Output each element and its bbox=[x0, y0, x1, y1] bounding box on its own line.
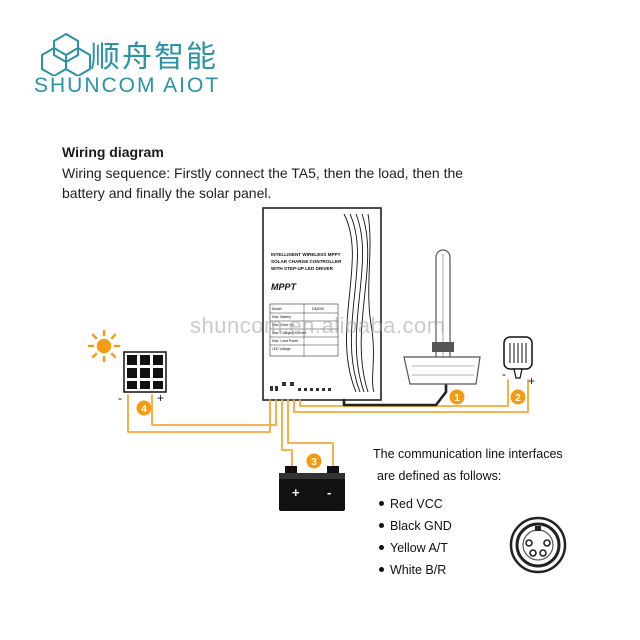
section-heading: Wiring diagram bbox=[62, 144, 164, 160]
controller-title-line-3: WITH STEP-UP LED DRIVER bbox=[271, 266, 334, 271]
controller-badge: MPPT bbox=[271, 282, 298, 292]
list-item: Yellow A/T bbox=[373, 537, 563, 559]
step-badge-3: 3 bbox=[306, 453, 322, 469]
lamp-minus-label: - bbox=[502, 367, 506, 381]
spec-row: Max. Solar Vin bbox=[272, 323, 294, 327]
communication-list: Red VCC Black GND Yellow A/T White B/R bbox=[373, 493, 563, 581]
controller-title-line-2: SOLAR CHARGE CONTROLLER bbox=[271, 259, 342, 264]
step-number: 4 bbox=[141, 404, 147, 415]
solar-panel-icon: - + bbox=[118, 351, 167, 405]
communication-definitions: The communication line interfaces are de… bbox=[373, 443, 563, 581]
brand-name-chinese: 顺舟智能 bbox=[90, 40, 218, 75]
spec-row: Max. Battery bbox=[272, 315, 291, 319]
communication-intro-line-1: The communication line interfaces bbox=[373, 447, 563, 461]
step-badge-2: 2 bbox=[510, 389, 526, 405]
solar-plus-label: + bbox=[157, 391, 164, 405]
list-item: Black GND bbox=[373, 515, 563, 537]
watermark-text: shuncom.en.alibaba.com bbox=[190, 313, 446, 338]
battery-minus-label: - bbox=[327, 485, 331, 500]
lamp-plus-label: + bbox=[528, 374, 535, 388]
bullet-icon bbox=[379, 501, 384, 507]
communication-intro-line-2: are defined as follows: bbox=[377, 469, 502, 483]
communication-connector-icon bbox=[509, 516, 567, 574]
controller-unit: INTELLIGENT WIRELESS MPPT SOLAR CHARGE C… bbox=[262, 207, 382, 401]
spec-row: Max. Load Power bbox=[272, 339, 299, 343]
brand-logo bbox=[30, 28, 230, 98]
bullet-icon bbox=[379, 567, 384, 573]
bullet-icon bbox=[379, 523, 384, 529]
led-lamp-icon: - + bbox=[502, 336, 535, 388]
spec-model-label: Model bbox=[272, 307, 282, 311]
spec-row: LED Voltage bbox=[272, 347, 291, 351]
solar-minus-label: - bbox=[118, 391, 122, 405]
wire-definition: Black GND bbox=[390, 519, 452, 533]
battery-plus-label: + bbox=[292, 485, 300, 500]
step-badge-4: 4 bbox=[136, 400, 152, 416]
step-number: 3 bbox=[311, 457, 317, 468]
step-badge-1: 1 bbox=[449, 389, 465, 405]
step-number: 2 bbox=[515, 393, 521, 404]
antenna-module bbox=[403, 249, 481, 385]
wire-definition: White B/R bbox=[390, 563, 447, 577]
controller-title-line-1: INTELLIGENT WIRELESS MPPT bbox=[271, 252, 341, 257]
sun-icon bbox=[87, 329, 121, 363]
battery-icon: + - bbox=[279, 466, 345, 511]
wire-definition: Yellow A/T bbox=[390, 541, 448, 555]
brand-name-english: SHUNCOM AIOT bbox=[34, 74, 221, 97]
list-item: White B/R bbox=[373, 559, 563, 581]
wires bbox=[127, 373, 529, 469]
step-number: 1 bbox=[454, 393, 460, 404]
spec-model-value: DM200 bbox=[312, 307, 324, 311]
controller-spec-table: Model DM200 Max. Battery Max. Solar Vin … bbox=[269, 303, 339, 357]
wiring-sequence-text: Wiring sequence: Firstly connect the TA5… bbox=[62, 165, 464, 201]
list-item: Red VCC bbox=[373, 493, 563, 515]
controller-terminals bbox=[270, 382, 331, 391]
wire-definition: Red VCC bbox=[390, 497, 443, 511]
bullet-icon bbox=[379, 545, 384, 551]
spec-row: Max. Charging Current bbox=[272, 331, 306, 335]
brand-mark-icon bbox=[41, 32, 91, 76]
